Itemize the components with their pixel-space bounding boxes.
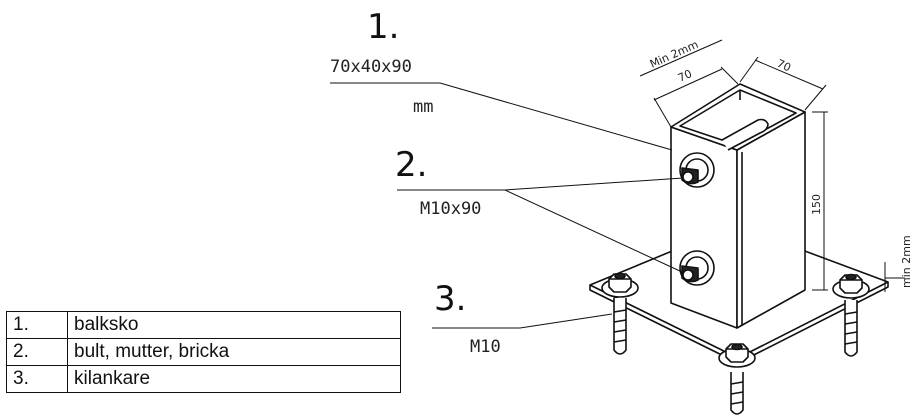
anchor-screw bbox=[730, 372, 744, 415]
dimension-lines bbox=[639, 39, 905, 292]
post-shoe bbox=[670, 83, 806, 329]
table-row: 3. kilankare bbox=[6, 365, 401, 393]
callout-2-number: 2. bbox=[395, 145, 427, 185]
corner-nut bbox=[601, 272, 639, 298]
legend-number: 3. bbox=[6, 365, 68, 393]
dim-width-left: 70 bbox=[676, 67, 694, 85]
legend-description: balksko bbox=[67, 311, 401, 339]
dim-min-thickness-top: Min 2mm bbox=[648, 38, 700, 71]
corner-nut bbox=[718, 343, 756, 368]
anchor-screw bbox=[844, 300, 858, 357]
dim-min-thickness-plate: min 2mm bbox=[900, 235, 913, 288]
bolt-top bbox=[679, 152, 715, 188]
anchor-screw bbox=[613, 298, 627, 355]
table-row: 2. bult, mutter, bricka bbox=[6, 338, 401, 366]
callout-3-spec: M10 bbox=[470, 337, 501, 357]
bolt-bottom bbox=[679, 250, 715, 286]
legend-number: 1. bbox=[6, 311, 68, 339]
callout-1-number: 1. bbox=[367, 7, 399, 47]
corner-nut bbox=[832, 273, 870, 299]
dim-height: 150 bbox=[810, 194, 823, 215]
table-row: 1. balksko bbox=[6, 311, 401, 339]
dim-width-right: 70 bbox=[775, 57, 793, 75]
callout-1-spec: 70x40x90 bbox=[330, 57, 412, 77]
legend-description: kilankare bbox=[67, 365, 401, 393]
callout-2-spec: M10x90 bbox=[420, 199, 481, 219]
callout-3-number: 3. bbox=[434, 279, 466, 319]
legend-description: bult, mutter, bricka bbox=[67, 338, 401, 366]
legend-number: 2. bbox=[6, 338, 68, 366]
callout-1-unit: mm bbox=[413, 97, 433, 117]
leader-lines bbox=[330, 82, 684, 329]
parts-legend: 1. balksko 2. bult, mutter, bricka 3. ki… bbox=[6, 311, 401, 393]
